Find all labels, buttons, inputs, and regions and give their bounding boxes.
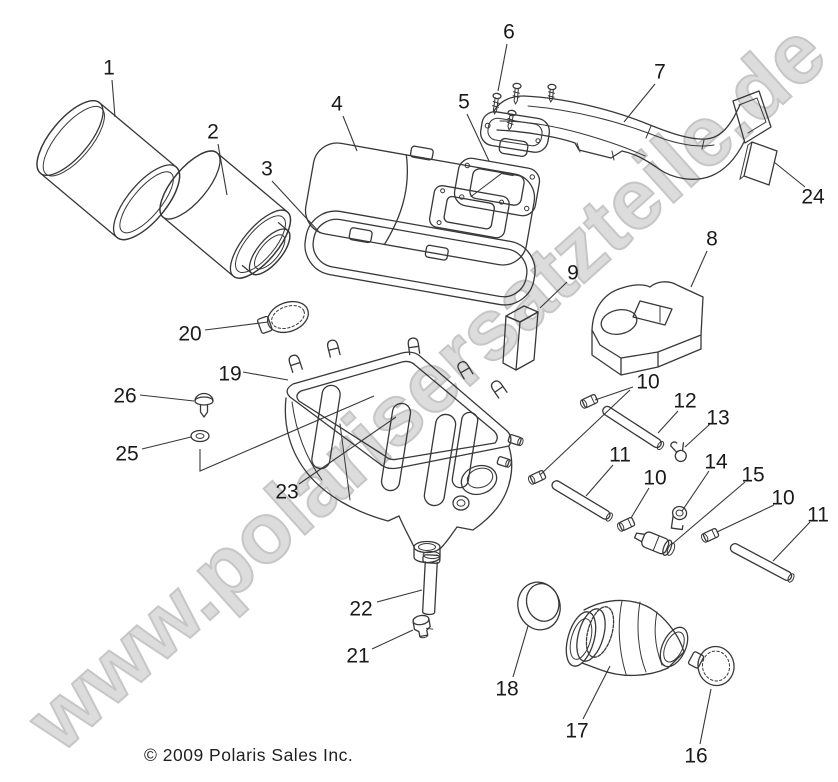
part-label-12-21: 12 bbox=[673, 389, 696, 412]
part-label-18-17: 18 bbox=[495, 677, 518, 700]
part-14-clip-clamp bbox=[670, 505, 688, 531]
part-3-lid-seal bbox=[304, 210, 536, 306]
part-label-19-11: 19 bbox=[218, 362, 241, 385]
part-4-airbox-lid bbox=[304, 142, 536, 266]
part-label-16-19: 16 bbox=[684, 744, 707, 767]
leader-line-part-8 bbox=[690, 250, 708, 288]
leader-line-part-4 bbox=[342, 115, 358, 152]
leader-line-part-5 bbox=[466, 113, 490, 162]
part-2-filter-element bbox=[159, 150, 292, 279]
part-label-15-26: 15 bbox=[741, 463, 764, 486]
part-15-drain-valve bbox=[633, 531, 676, 556]
part-5-bracket bbox=[453, 157, 541, 217]
leader-line-part-10 bbox=[539, 389, 631, 476]
leader-line-part-25 bbox=[141, 436, 192, 450]
part-23-airbox-body bbox=[284, 337, 524, 564]
part-12-vent-tube bbox=[602, 405, 665, 451]
part-18-sleeve-ring bbox=[517, 581, 561, 631]
part-label-6-5: 6 bbox=[503, 20, 515, 43]
leader-line-part-1 bbox=[111, 79, 116, 118]
leader-line-part-24 bbox=[773, 161, 806, 188]
part-label-10-20: 10 bbox=[636, 370, 659, 393]
leader-line-part-13 bbox=[684, 423, 711, 448]
leader-line-part-15 bbox=[670, 481, 746, 546]
part-label-4-3: 4 bbox=[331, 92, 343, 115]
part-1-precleaner-tube bbox=[36, 100, 181, 241]
part-label-9-9: 9 bbox=[567, 261, 579, 284]
part-26-rivet bbox=[194, 392, 214, 418]
part-7-intake-duct bbox=[479, 90, 772, 180]
part-16-hose-clamp bbox=[687, 645, 735, 687]
part-label-2-1: 2 bbox=[207, 120, 219, 143]
part-21-drain-fitting bbox=[412, 614, 434, 639]
part-label-11-23: 11 bbox=[609, 443, 631, 466]
leader-line-part-19 bbox=[242, 371, 289, 381]
leader-line-part-10 bbox=[716, 504, 775, 533]
part-label-14-25: 14 bbox=[704, 450, 728, 473]
leader-line-part-6 bbox=[497, 43, 508, 92]
leader-line-part-7 bbox=[623, 83, 656, 123]
part-label-8-8: 8 bbox=[706, 227, 718, 250]
leader-line-part-10 bbox=[594, 386, 634, 401]
part-label-21-16: 21 bbox=[346, 644, 369, 667]
leader-line-part-26 bbox=[139, 394, 195, 402]
part-10-caps bbox=[527, 393, 720, 543]
leader-line-part-11 bbox=[585, 464, 614, 497]
part-label-25-13: 25 bbox=[115, 442, 138, 465]
leader-line-part-23 bbox=[298, 416, 397, 485]
part-label-11-28: 11 bbox=[807, 503, 829, 526]
part-11-vent-tube-b bbox=[729, 543, 795, 583]
part-label-22-15: 22 bbox=[349, 597, 372, 620]
leader-line-part-11 bbox=[772, 521, 811, 562]
part-22-drain-tube bbox=[421, 551, 441, 616]
part-label-3-2: 3 bbox=[261, 157, 273, 180]
leader-line-part-14 bbox=[681, 470, 710, 512]
part-20-hose-clamp bbox=[256, 300, 309, 334]
leader-line-part-10 bbox=[630, 487, 650, 519]
part-13-pinch-clamp bbox=[670, 441, 687, 463]
part-label-7-6: 7 bbox=[654, 60, 666, 83]
leader-line-part-22 bbox=[376, 589, 423, 603]
leader-line-part-25 bbox=[199, 395, 375, 472]
leader-line-part-20 bbox=[204, 321, 269, 331]
part-25-washer bbox=[190, 429, 210, 443]
part-24-foam-pad bbox=[739, 141, 778, 186]
part-label-10-24: 10 bbox=[643, 466, 666, 489]
part-11-vent-tube-a bbox=[551, 480, 613, 522]
part-label-1-0: 1 bbox=[103, 56, 115, 79]
part-label-26-12: 26 bbox=[113, 384, 136, 407]
leader-line-part-3 bbox=[271, 180, 321, 234]
part-label-23-14: 23 bbox=[275, 480, 298, 503]
leader-line-part-18 bbox=[512, 625, 529, 678]
part-label-17-18: 17 bbox=[565, 719, 588, 742]
part-17-intake-boot bbox=[565, 599, 689, 677]
leader-line-part-12 bbox=[657, 410, 679, 434]
part-label-10-27: 10 bbox=[771, 486, 794, 509]
part-label-24-7: 24 bbox=[801, 185, 825, 208]
part-label-5-4: 5 bbox=[458, 90, 470, 113]
leader-line-part-21 bbox=[371, 629, 414, 650]
part-label-13-22: 13 bbox=[706, 406, 729, 429]
leader-line-part-17 bbox=[582, 665, 611, 720]
part-6-screws bbox=[492, 82, 557, 131]
part-8-foam-mount bbox=[591, 281, 704, 376]
leader-line-part-2 bbox=[217, 143, 228, 196]
leader-line-part-16 bbox=[699, 688, 712, 745]
copyright-text: © 2009 Polaris Sales Inc. bbox=[144, 745, 354, 765]
part-9-foam-block bbox=[502, 305, 539, 371]
leader-line-part-9 bbox=[539, 281, 568, 309]
part-label-20-10: 20 bbox=[178, 322, 201, 345]
